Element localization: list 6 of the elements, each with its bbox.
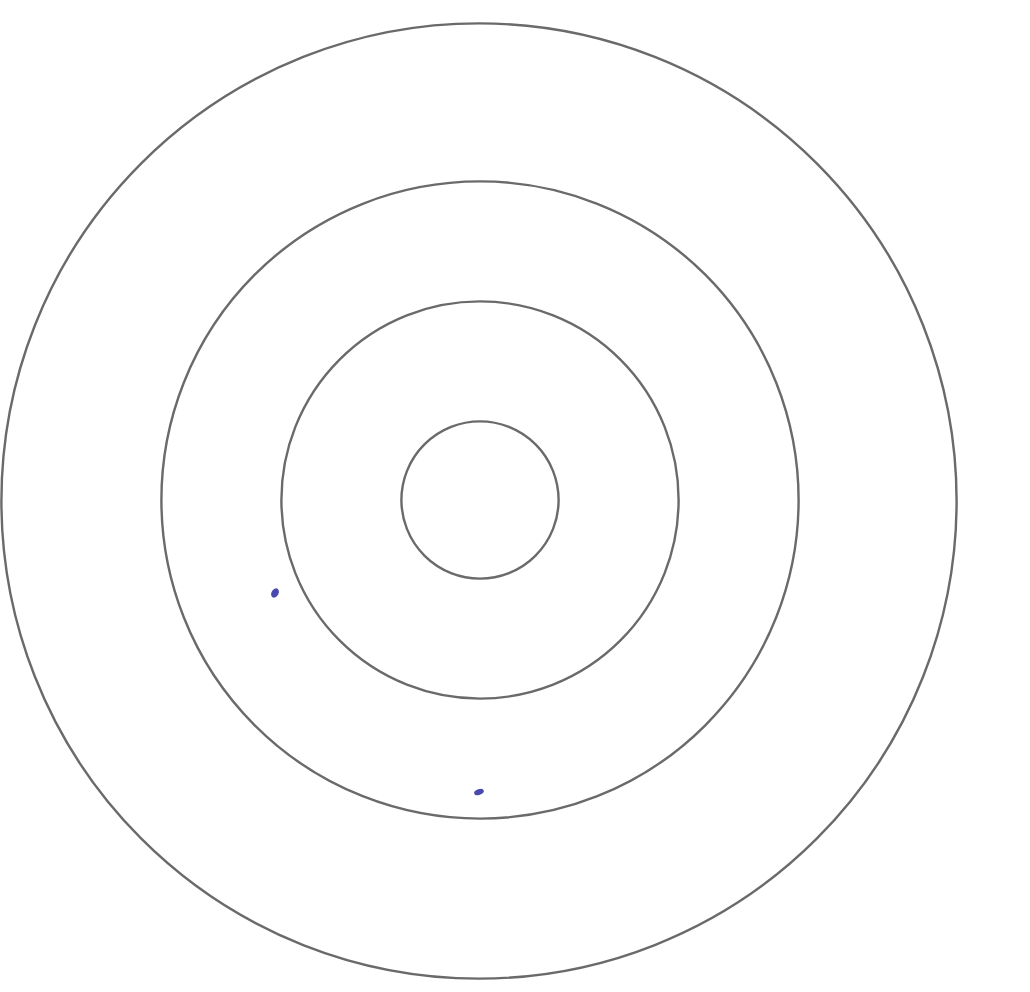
dot-icon <box>270 588 280 598</box>
target-ring <box>0 21 958 979</box>
bullseye-circle <box>399 420 559 580</box>
target-ring <box>279 300 679 700</box>
target-ring <box>159 180 799 820</box>
dot-icon <box>473 787 483 795</box>
